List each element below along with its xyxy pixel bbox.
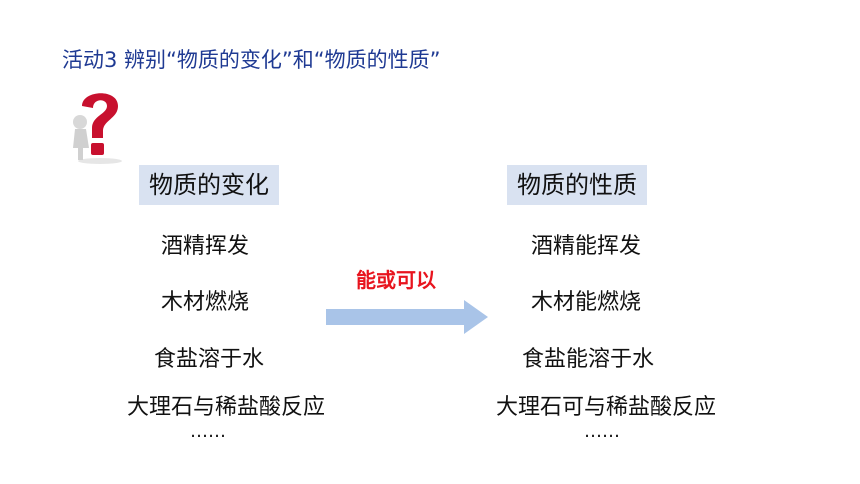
right-item-1: 酒精能挥发: [530, 234, 642, 259]
left-item-3: 食盐溶于水: [153, 347, 265, 372]
header-changes: 物质的变化: [139, 165, 279, 205]
right-arrow-icon: [326, 300, 488, 334]
right-item-3: 食盐能溶于水: [521, 347, 655, 372]
page-title: 活动3 辨别“物质的变化”和“物质的性质”: [62, 48, 441, 72]
arrow-label: 能或可以: [356, 268, 436, 292]
right-item-ellipsis: ……: [584, 421, 620, 442]
left-item-4: 大理石与稀盐酸反应: [126, 395, 326, 420]
left-item-1: 酒精挥发: [160, 234, 250, 259]
right-item-2: 木材能燃烧: [530, 290, 642, 315]
right-item-4: 大理石可与稀盐酸反应: [495, 395, 717, 420]
left-item-ellipsis: ……: [190, 421, 226, 442]
question-mark-figure-icon: [73, 93, 122, 164]
header-properties: 物质的性质: [507, 165, 647, 205]
left-item-2: 木材燃烧: [160, 290, 250, 315]
